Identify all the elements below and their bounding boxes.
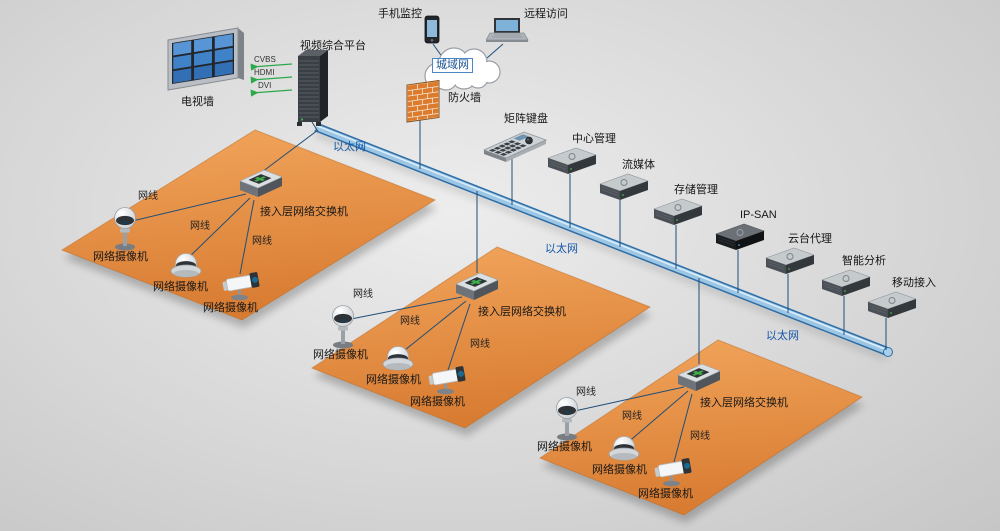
line-z2-ptz	[345, 296, 463, 321]
connection-lines	[127, 43, 887, 463]
ethernet-label-1: 以太网	[333, 141, 366, 153]
intelligent-analysis-server-icon	[821, 269, 871, 297]
cable-label: 网线	[690, 431, 710, 442]
mobile-access-label: 移动接入	[892, 277, 936, 289]
line-z2-dome	[399, 300, 467, 355]
line-z1-ptz	[127, 193, 247, 223]
cable-label: 网线	[353, 289, 373, 300]
camera-label: 网络摄像机	[93, 251, 148, 263]
access-switch-label-2: 接入层网络交换机	[478, 306, 566, 318]
central-management-server-icon	[547, 147, 597, 175]
mobile-phone-label: 手机监控	[378, 8, 422, 20]
storage-management-label: 存储管理	[674, 184, 718, 196]
ptz-proxy-label: 云台代理	[788, 233, 832, 245]
remote-laptop-icon	[486, 17, 529, 43]
ethernet-label-2: 以太网	[545, 243, 578, 255]
matrix-keyboard-label: 矩阵键盘	[504, 113, 548, 125]
tv-wall-icon	[167, 27, 245, 91]
ethernet-label-3: 以太网	[766, 330, 799, 342]
line-z2-bullet	[447, 303, 471, 371]
mobile-phone-icon	[424, 15, 440, 44]
line-z3-ptz	[569, 386, 685, 413]
streaming-media-server-icon	[599, 173, 649, 201]
line-platform-backbone	[311, 121, 318, 131]
zone-2	[310, 246, 652, 429]
cvbs-label: CVBS	[254, 55, 276, 64]
cable-label: 网线	[138, 191, 158, 202]
cable-label: 网线	[252, 236, 272, 247]
camera-label: 网络摄像机	[203, 302, 258, 314]
line-z3-dome	[625, 390, 689, 445]
camera-label: 网络摄像机	[537, 441, 592, 453]
line-z1-dome	[185, 197, 251, 261]
zone-3	[538, 339, 864, 516]
hdmi-label: HDMI	[254, 68, 275, 77]
cvbs-arrow	[250, 63, 293, 71]
ip-san-icon	[715, 223, 765, 251]
ptz-proxy-server-icon	[765, 247, 815, 275]
cable-label: 网线	[400, 316, 420, 327]
signal-arrows	[250, 63, 293, 97]
camera-label: 网络摄像机	[313, 349, 368, 361]
access-switch-label-3: 接入层网络交换机	[700, 397, 788, 409]
tv-wall-label: 电视墙	[181, 96, 214, 108]
backbone-end-cap	[883, 347, 893, 357]
camera-label: 网络摄像机	[638, 488, 693, 500]
camera-label: 网络摄像机	[410, 396, 465, 408]
ptz-camera-icon-2	[332, 305, 354, 349]
dvi-label: DVI	[258, 81, 272, 90]
central-management-label: 中心管理	[572, 133, 616, 145]
streaming-media-label: 流媒体	[622, 159, 655, 171]
video-platform-icon	[296, 49, 329, 127]
ethernet-backbone	[314, 122, 893, 360]
cable-label: 网线	[470, 339, 490, 350]
firewall-icon	[406, 80, 440, 123]
ip-san-label: IP-SAN	[740, 209, 777, 221]
cable-label: 网线	[576, 387, 596, 398]
hdmi-arrow	[250, 76, 293, 84]
access-switch-label-1: 接入层网络交换机	[260, 206, 348, 218]
mobile-access-server-icon	[867, 291, 917, 319]
camera-label: 网络摄像机	[366, 374, 421, 386]
camera-label: 网络摄像机	[592, 464, 647, 476]
video-platform-label: 视频综合平台	[300, 40, 366, 52]
remote-access-label: 远程访问	[524, 8, 568, 20]
cable-label: 网线	[190, 221, 210, 232]
ptz-camera-icon-3	[556, 397, 578, 441]
camera-label: 网络摄像机	[153, 281, 208, 293]
line-switch1-backbone	[261, 129, 319, 173]
cable-label: 网线	[622, 411, 642, 422]
storage-management-server-icon	[653, 198, 703, 226]
line-z1-bullet	[239, 199, 255, 275]
dvi-arrow	[250, 89, 293, 97]
matrix-keyboard-icon	[483, 131, 547, 163]
line-z3-bullet	[673, 393, 693, 463]
line-laptop-cloud	[486, 43, 504, 59]
intelligent-analysis-label: 智能分析	[842, 255, 886, 267]
man-cloud-label: 城域网	[432, 58, 473, 73]
firewall-label: 防火墙	[448, 92, 481, 104]
